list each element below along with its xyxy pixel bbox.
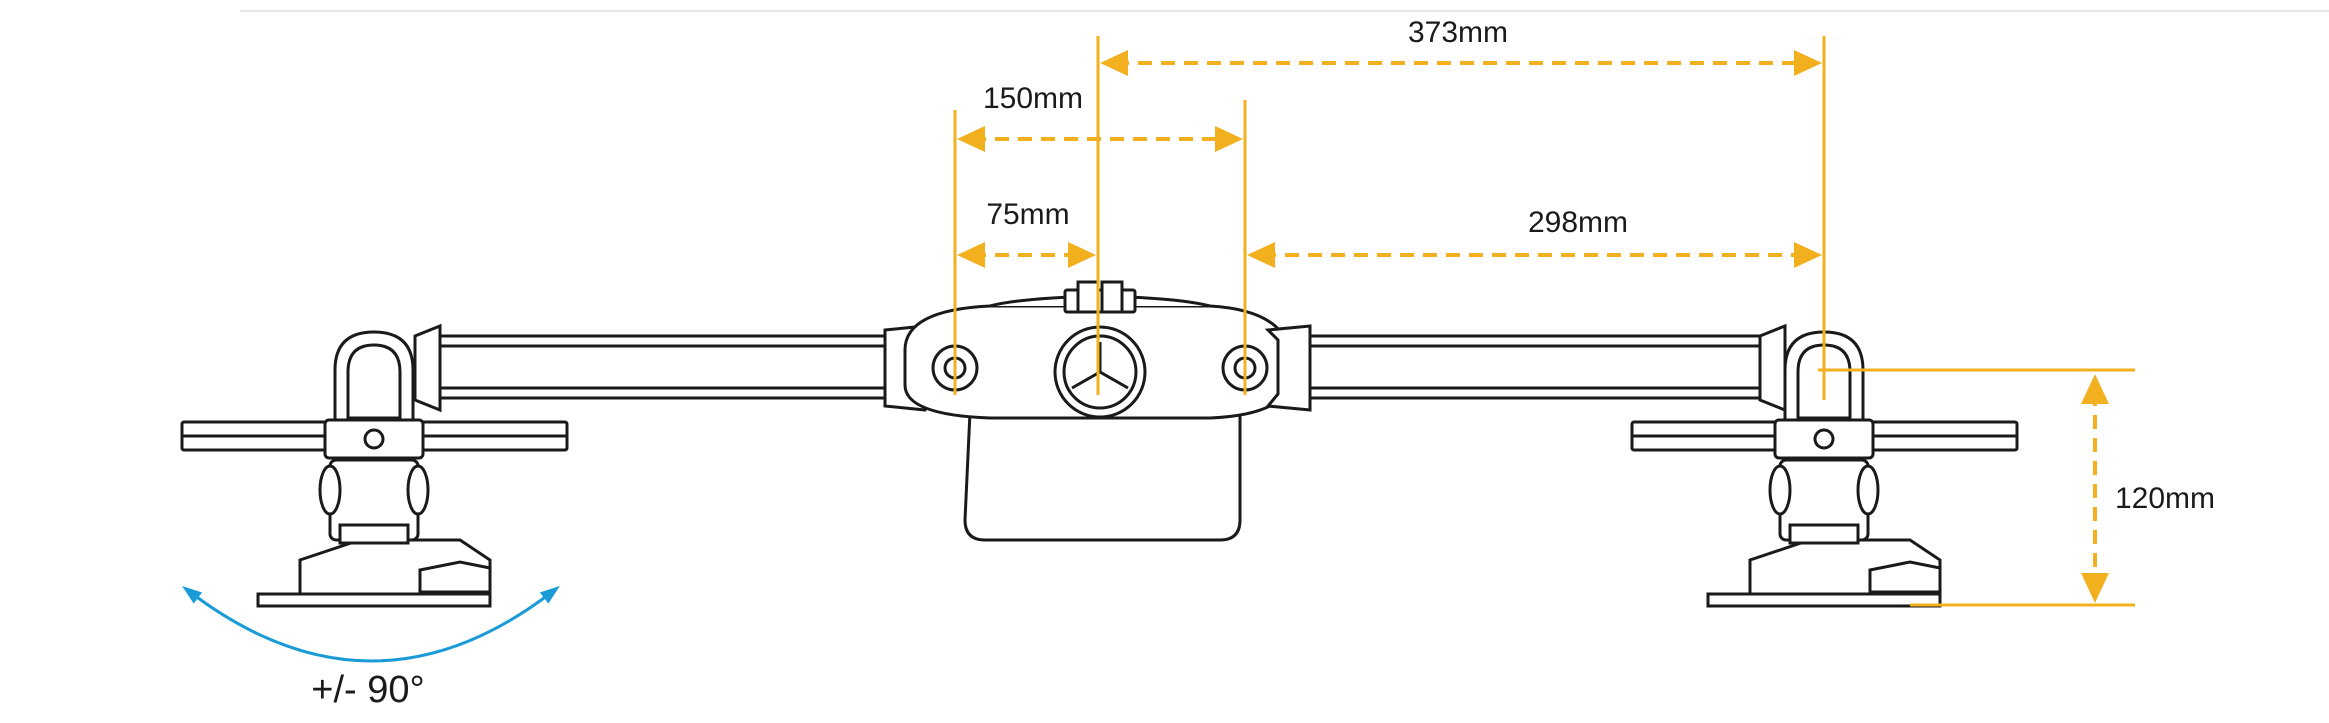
left-arm bbox=[413, 323, 937, 413]
dimension-lines bbox=[953, 36, 2135, 607]
dim-120-label: 120mm bbox=[2115, 482, 2215, 515]
dimension-arrowheads bbox=[957, 50, 2109, 603]
rotation-label: +/- 90° bbox=[311, 669, 424, 711]
right-monitor-mount bbox=[1630, 330, 2019, 608]
dim-373-label: 373mm bbox=[1408, 16, 1508, 49]
right-arm bbox=[1264, 323, 1787, 413]
dim-150-label: 150mm bbox=[983, 82, 1083, 115]
rotation-arc bbox=[182, 585, 560, 663]
dim-298-label: 298mm bbox=[1528, 206, 1628, 239]
dim-75-label: 75mm bbox=[986, 198, 1069, 231]
